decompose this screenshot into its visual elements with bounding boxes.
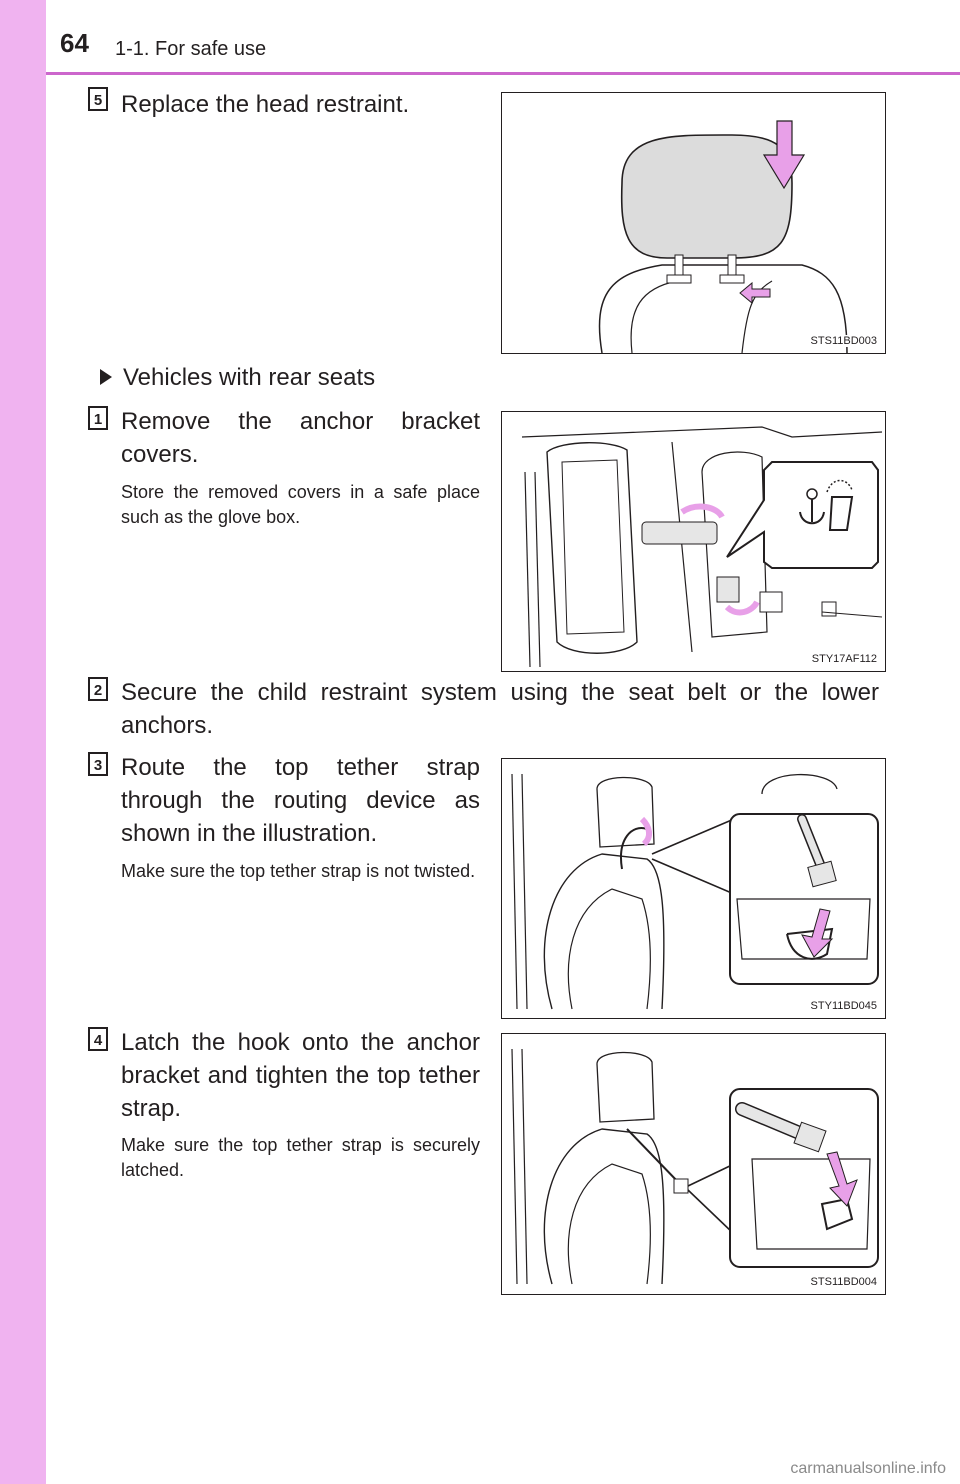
step-number-5: 5 [88, 87, 108, 111]
figure-latch-hook: STS11BD004 [501, 1033, 886, 1295]
step-3-text: Route the top tether strap through the r… [121, 754, 480, 847]
figure-code: STY17AF112 [809, 653, 879, 665]
section-title: 1-1. For safe use [115, 38, 267, 60]
figure-code: STS11BD004 [808, 1276, 879, 1288]
figure-code: STS11BD003 [808, 335, 879, 347]
step-1-note: Store the removed covers in a safe place… [121, 482, 480, 527]
step-number-1: 1 [88, 406, 108, 430]
step-3-note: Make sure the top tether strap is not tw… [121, 861, 476, 881]
step-1-text: Remove the anchor bracket covers. [121, 408, 480, 468]
page-number: 64 [60, 28, 89, 58]
watermark: carmanualsonline.info [790, 1460, 946, 1477]
step-number-3: 3 [88, 752, 108, 776]
bullet-arrow-icon [100, 369, 112, 385]
subheading-rear-seats: Vehicles with rear seats [123, 364, 376, 391]
step-number-4: 4 [88, 1027, 108, 1051]
step-2-text: Secure the child restraint system using … [121, 679, 879, 739]
step-5-text: Replace the head restraint. [121, 91, 410, 118]
figure-code: STY11BD045 [808, 1000, 879, 1012]
step-number-2: 2 [88, 677, 108, 701]
figure-head-restraint: STS11BD003 [501, 92, 886, 354]
figure-anchor-bracket-covers: STY17AF112 [501, 411, 886, 672]
step-4-text: Latch the hook onto the anchor bracket a… [121, 1029, 480, 1122]
header-rule [46, 72, 960, 75]
figure-route-top-tether: STY11BD045 [501, 758, 886, 1019]
step-4-note: Make sure the top tether strap is secure… [121, 1135, 480, 1180]
side-tab-bar [0, 0, 46, 1484]
